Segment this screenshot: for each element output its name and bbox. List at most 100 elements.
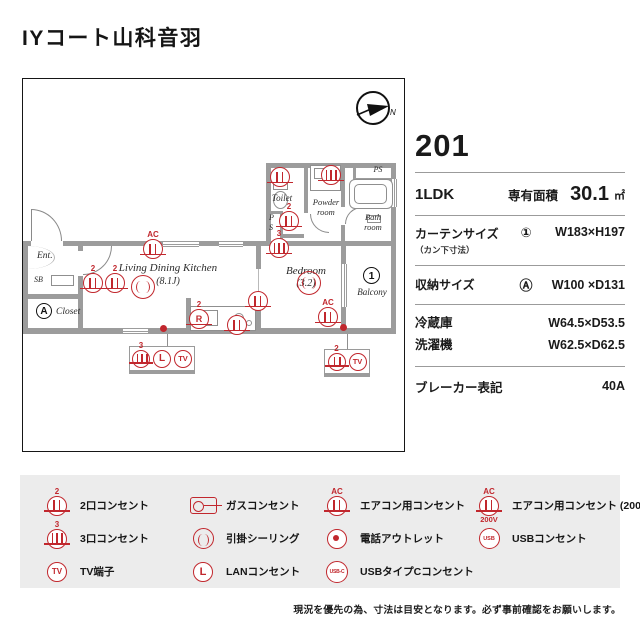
- legend-item: 2 2口コンセント: [42, 487, 188, 522]
- outlet-2-icon: [267, 167, 293, 187]
- storage-value: W100 ×D131: [551, 277, 625, 292]
- usb-outlet-icon: USB: [478, 528, 500, 549]
- ac-outlet-icon: AC: [324, 487, 350, 516]
- legend-item: TV TV端子: [42, 555, 188, 588]
- wall: [23, 241, 28, 334]
- fridge-value: W64.5×D53.5: [548, 316, 625, 330]
- outlet-2-icon: 2: [80, 265, 106, 293]
- toilet-bowl: [273, 191, 288, 209]
- outlet-2-icon: 2: [102, 265, 128, 293]
- label-shoebox: SB: [34, 275, 43, 284]
- storage-marker: Ⓐ: [519, 278, 533, 293]
- outlet-2-icon: 2: [324, 344, 349, 371]
- window: [123, 327, 148, 334]
- lan-outlet-icon: L: [193, 561, 213, 582]
- page-title: IYコート山科音羽: [22, 27, 203, 50]
- legend-item: 電話アウトレット: [322, 522, 474, 555]
- curtain-marker: ①: [520, 225, 532, 240]
- outlet-3-icon: [318, 165, 344, 185]
- balcony-marker: 1: [363, 267, 380, 284]
- divider: [415, 215, 625, 216]
- legend-item: AC エアコン用コンセント: [322, 487, 474, 522]
- washer-value: W62.5×D62.5: [548, 337, 625, 352]
- label-ldk-area: (8.1J): [156, 276, 180, 287]
- outlet-3-icon: 3: [266, 230, 292, 258]
- legend-item: USB-C USBタイプCコンセント: [322, 555, 474, 588]
- window: [219, 240, 243, 247]
- divider: [415, 265, 625, 266]
- ceiling-light-icon: [131, 275, 155, 299]
- shoe-box: [51, 275, 74, 286]
- wall: [341, 163, 345, 207]
- lan-outlet-icon: L: [153, 349, 171, 368]
- callout-connector: [167, 334, 169, 346]
- outlet-2-icon: [224, 315, 250, 335]
- disclaimer-text: 現況を優先の為、寸法は目安となります。必ず事前確認をお願いします。: [293, 605, 621, 616]
- curtain-size-row: カーテンサイズ （カン下寸法） ① W183×H197: [415, 216, 625, 265]
- breaker-row: ブレーカー表記 40A: [415, 367, 625, 406]
- tv-outlet-icon: TV: [348, 352, 367, 371]
- unit-info-panel: 201 1LDK 専有面積 30.1 ㎡ カーテンサイズ （カン下寸法） ① W…: [415, 130, 625, 406]
- area-label: 専有面積: [508, 189, 559, 203]
- tv-outlet-icon: TV: [47, 561, 67, 582]
- breaker-label: ブレーカー表記: [415, 380, 503, 395]
- label-closet: Closet: [56, 307, 81, 317]
- entry-door-arc: [31, 209, 62, 241]
- outlet-2-icon: [245, 291, 271, 311]
- legend-item: ガスコンセント: [188, 489, 322, 522]
- closet-marker: A: [36, 303, 52, 319]
- usb-c-outlet-icon: USB-C: [326, 560, 348, 583]
- wall: [256, 297, 261, 331]
- phone-outlet-icon: [340, 324, 347, 331]
- ac-outlet-icon: AC: [315, 299, 341, 327]
- legend-item: USB USBコンセント: [474, 522, 640, 555]
- curtain-value: W183×H197: [555, 225, 625, 239]
- area-value: 30.1: [570, 183, 609, 205]
- wall: [304, 163, 308, 213]
- storage-size-row: 収納サイズ Ⓐ W100 ×D131: [415, 266, 625, 304]
- callout-ldk-wall: 3 L TV: [129, 341, 195, 374]
- ac-outlet-icon: AC: [140, 231, 166, 259]
- label-entrance: Ent.: [37, 251, 53, 261]
- wall: [23, 241, 396, 246]
- door-opening: [31, 241, 63, 246]
- ceiling-light-icon: [192, 528, 214, 549]
- entrance-step-curve: [28, 246, 55, 269]
- sliding-door: [257, 269, 259, 297]
- layout-area-row: 1LDK 専有面積 30.1 ㎡: [415, 173, 625, 215]
- divider: [415, 304, 625, 305]
- phone-outlet-icon: [160, 325, 167, 332]
- fridge-label: 冷蔵庫: [415, 316, 453, 330]
- appliance-rows: 冷蔵庫 W64.5×D53.5 洗濯機 W62.5×D62.5: [415, 305, 625, 366]
- phone-outlet-icon: [327, 528, 347, 549]
- label-balcony: Balcony: [357, 287, 387, 297]
- ceiling-light-icon: [297, 271, 321, 295]
- room-number: 201: [415, 128, 470, 163]
- wall: [353, 163, 356, 181]
- fridge-row: 冷蔵庫 W64.5×D53.5: [415, 313, 625, 335]
- callout-bedroom-wall: 2 TV: [324, 344, 370, 377]
- legend-item: L LANコンセント: [188, 555, 322, 588]
- layout-type: 1LDK: [415, 186, 455, 203]
- wall: [281, 234, 304, 238]
- washer-row: 洗濯機 W62.5×D62.5: [415, 335, 625, 357]
- outlet-2-icon: 2: [276, 203, 302, 231]
- legend-item: 3 3口コンセント: [42, 520, 188, 555]
- outlet-3-icon: 3: [44, 520, 70, 549]
- wall: [78, 276, 83, 334]
- divider: [415, 365, 625, 367]
- gas-outlet-icon: [189, 497, 222, 514]
- entry-door-leaf: [31, 209, 33, 241]
- label-toilet: Toilet: [271, 193, 293, 203]
- washer-label: 洗濯機: [415, 337, 453, 352]
- outlet-3-icon: 3: [129, 341, 153, 368]
- window-balcony: [340, 264, 347, 307]
- wall: [78, 241, 83, 251]
- wall: [391, 163, 396, 334]
